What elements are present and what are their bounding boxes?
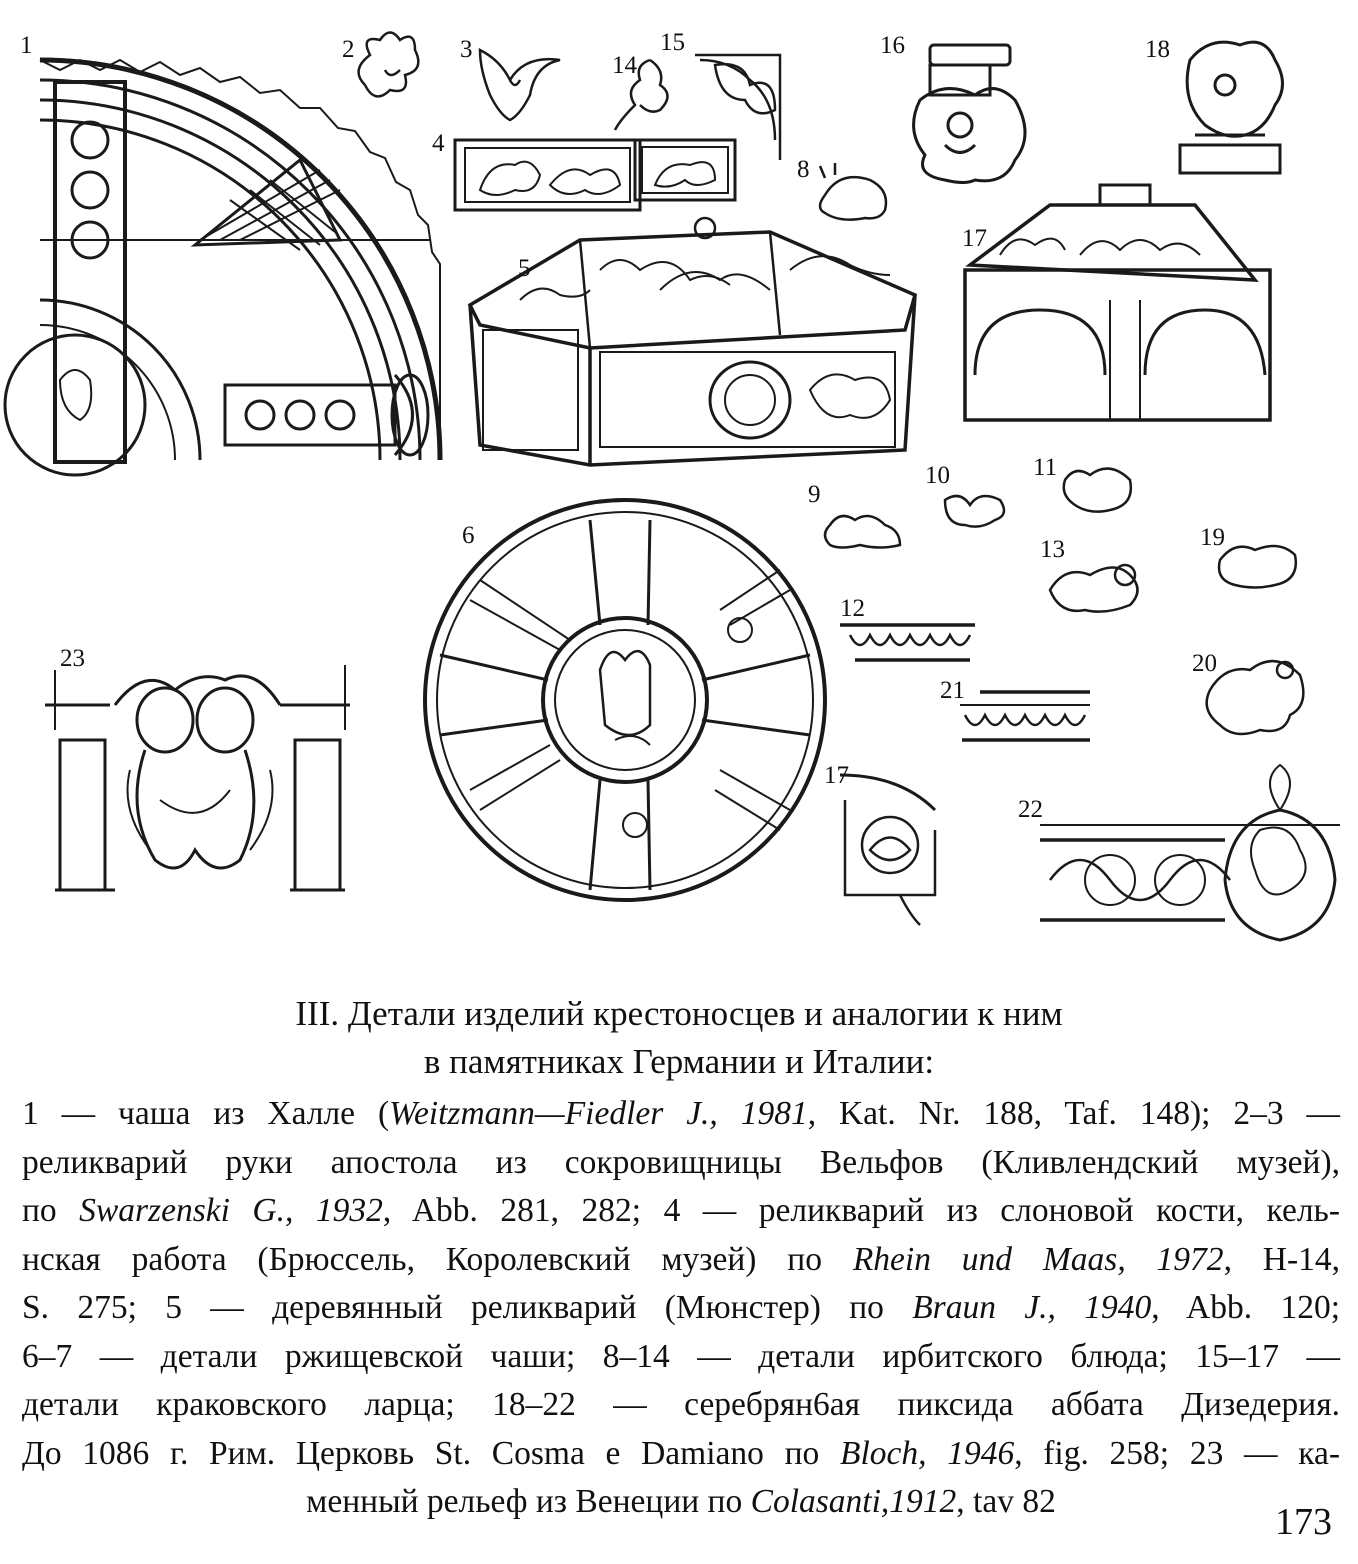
caption-line: S. 275; 5 — деревянный реликварий (Мюнст…: [22, 1289, 1341, 1326]
ivory-plaque-icon: [453, 138, 737, 212]
figure-label: 5: [518, 255, 531, 282]
figure-label: 6: [462, 522, 475, 549]
caption-line: реликварий руки апостола из сокровищницы…: [22, 1143, 1340, 1181]
lion-icon: [823, 514, 902, 549]
figure-label: 4: [432, 130, 445, 157]
fleur-ornament-icon: [1178, 40, 1284, 175]
corner-ornament-icon: [839, 773, 937, 926]
figure-label: 17: [824, 762, 849, 789]
caption-line: 6–7 — детали ржищевской чаши; 8–14 — дет…: [22, 1337, 1340, 1375]
griffin-icon: [943, 494, 1006, 528]
leaf-icon: [613, 58, 669, 131]
figure-label: 11: [1033, 454, 1058, 481]
figure-label: 12: [840, 595, 865, 622]
figure-label: 2: [342, 36, 355, 63]
caption-line: менный рельеф из Венеции по Colasanti,19…: [306, 1483, 1056, 1520]
corner-leaf-icon: [695, 53, 782, 160]
caption-line: по Swarzenski G., 1932, Abb. 281, 282; 4…: [22, 1192, 1340, 1229]
caption-title-line1: III. Детали изделий крестоносцев и анало…: [295, 994, 1063, 1033]
frieze-icon: [840, 623, 975, 662]
figure-label: 8: [797, 156, 810, 183]
figure-label: 20: [1192, 650, 1217, 677]
buckle-ornament-icon: [912, 43, 1027, 184]
figure-label: 17: [962, 225, 987, 252]
bird-icon: [1217, 544, 1298, 589]
relief-icon: [45, 665, 350, 892]
leaf-icon: [478, 47, 561, 122]
caption-line: 1 — чаша из Халле (Weitzmann—Fiedler J.,…: [22, 1095, 1341, 1132]
illustration-plate: 1 2 3 14 15 16 18 4 8 5 17 6 9 10 11 13 …: [3, 29, 1340, 942]
figure-label: 22: [1018, 796, 1043, 823]
rabbit-icon: [818, 163, 888, 221]
caption-body: 1 — чаша из Халле (Weitzmann—Fiedler J.,…: [22, 1090, 1340, 1527]
figure-label: 13: [1040, 536, 1065, 563]
caption-line: детали краковского ларца; 18–22 — серебр…: [22, 1386, 1340, 1423]
figure-label: 23: [60, 645, 85, 672]
figure-label: 15: [660, 29, 685, 56]
griffin-icon: [1205, 660, 1305, 736]
caption-title-line2: в памятниках Германии и Италии:: [423, 1042, 935, 1081]
leaf-icon: [357, 31, 420, 98]
casket-icon: [963, 183, 1272, 422]
figure-label: 18: [1145, 36, 1170, 63]
figure-label: 9: [808, 481, 821, 508]
figure-label: 16: [880, 32, 905, 59]
figure-label: 3: [460, 36, 473, 63]
bird-icon: [1062, 467, 1133, 513]
figure-label: 19: [1200, 524, 1225, 551]
caption-line: нская работа (Брюссель, Королевский музе…: [22, 1240, 1340, 1278]
frieze-icon: [960, 690, 1090, 742]
figure-label: 21: [940, 677, 965, 704]
chalice-ornament-icon: [3, 57, 443, 477]
figure-label: 1: [20, 32, 33, 59]
figure-label: 14: [612, 52, 637, 79]
page-number: 173: [1275, 1501, 1332, 1543]
sphinx-icon: [1048, 563, 1139, 613]
chalice-disc-icon: [423, 498, 827, 902]
pyxis-frieze-icon: [1040, 763, 1340, 942]
casket-icon: [467, 216, 918, 467]
caption-line: До 1086 г. Рим. Церковь St. Cosma e Dami…: [22, 1434, 1340, 1472]
figure-label: 10: [925, 462, 950, 489]
